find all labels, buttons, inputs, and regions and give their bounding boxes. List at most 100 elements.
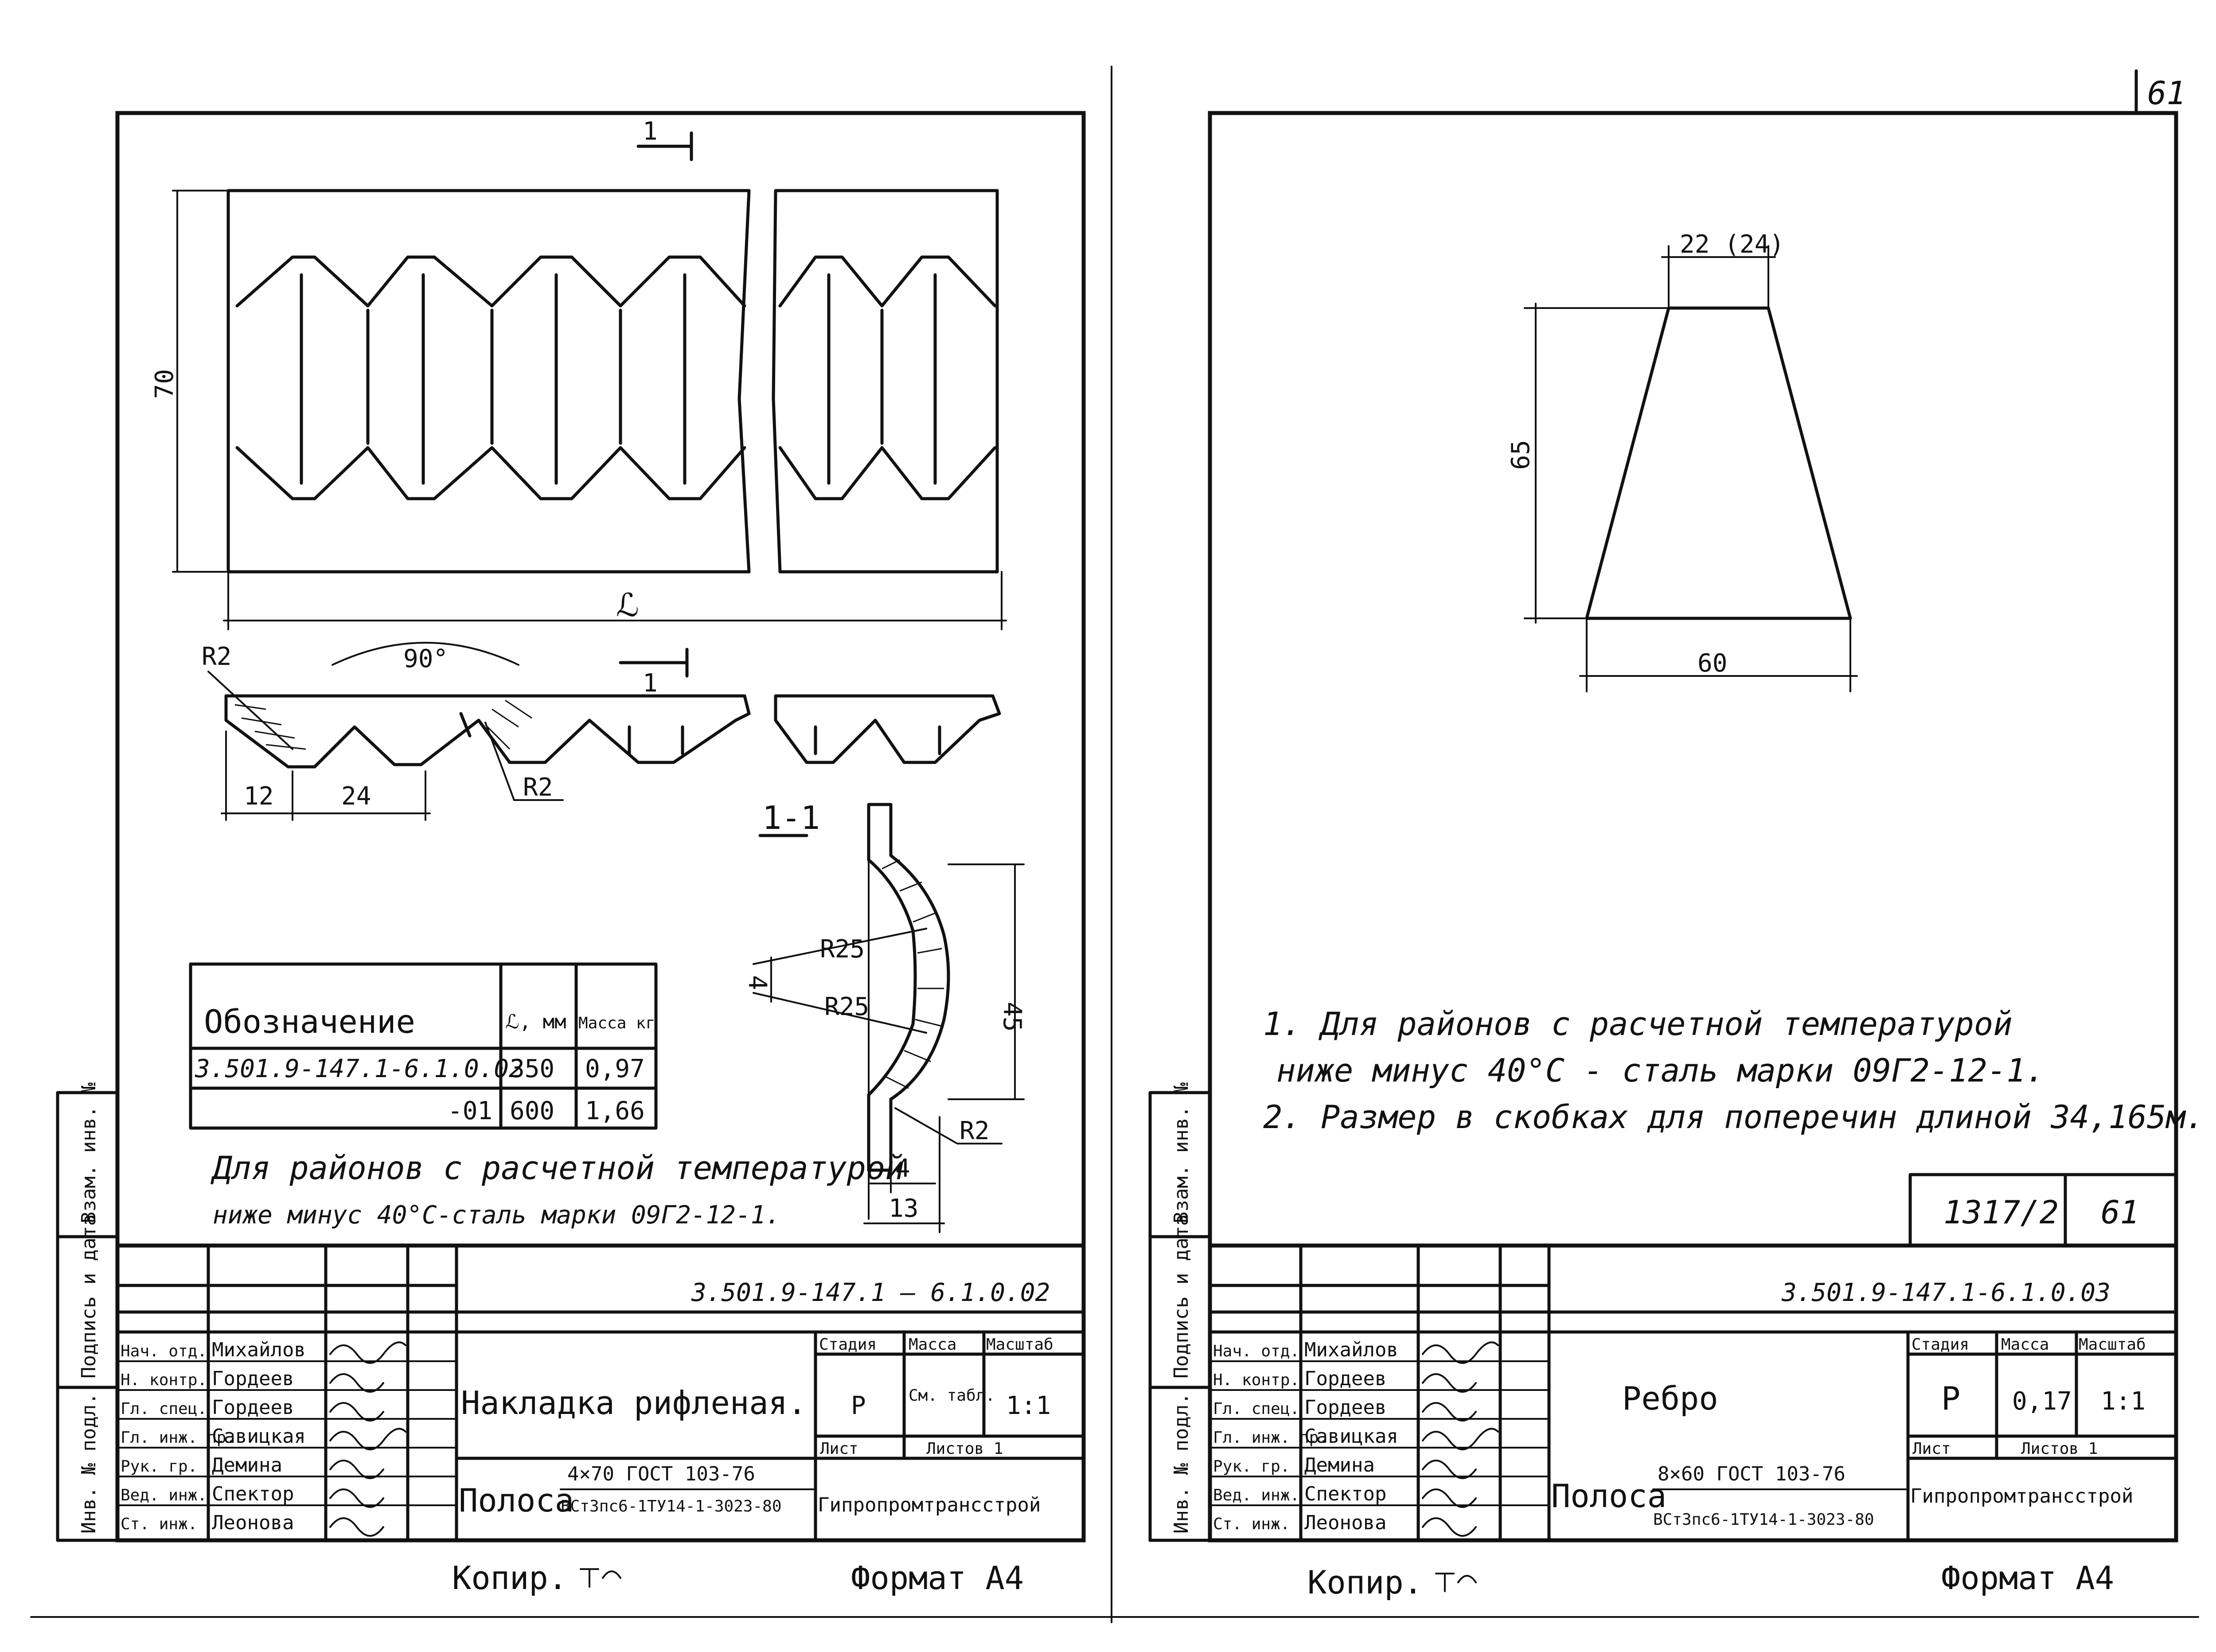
- right-scale-value: 1:1: [2101, 1387, 2146, 1416]
- left-person-4: Демина: [212, 1454, 282, 1476]
- spec-row1-length: 350: [510, 1054, 554, 1083]
- left-radius-top: R2: [202, 642, 231, 671]
- right-note-1: 1. Для районов с расчетной температурой: [1263, 1005, 2013, 1043]
- right-height-dim: 65: [1506, 440, 1535, 470]
- right-bottom-dim: 60: [1697, 649, 1727, 678]
- right-role-5: Вед. инж.: [1213, 1486, 1299, 1504]
- right-scale-header: Масштаб: [2079, 1336, 2146, 1354]
- right-doc-name: Ребро: [1622, 1380, 1718, 1417]
- left-sheets-label: Листов 1: [926, 1440, 1003, 1458]
- right-note-2: 2. Размер в скобках для поперечин длиной…: [1263, 1098, 2204, 1136]
- right-copied-signature: [1435, 1573, 1477, 1592]
- left-person-2: Гордеев: [212, 1396, 294, 1419]
- left-doc-code: 3.501.9-147.1 — 6.1.0.02: [691, 1278, 1050, 1307]
- spec-row2-length: 600: [510, 1097, 554, 1125]
- right-copied: Копир.: [1307, 1564, 1423, 1601]
- right-top-dim: 22 (24): [1680, 230, 1784, 259]
- left-radius-mid: R2: [523, 773, 553, 802]
- right-side-strip: [1148, 1091, 1212, 1542]
- spec-row1-designation: 3.501.9-147.1-6.1.0.02: [195, 1054, 524, 1083]
- left-dim-4-side: 4: [743, 975, 772, 990]
- right-person-4: Демина: [1304, 1454, 1375, 1476]
- right-ref-number: 1317/2: [1943, 1194, 2059, 1231]
- rib-trapezoid: [1585, 306, 1852, 620]
- right-format: Формат А4: [1941, 1559, 2114, 1597]
- right-org: Гипропромтрансстрой: [1910, 1485, 2133, 1507]
- left-material-top: 4×70 ГОСТ 103-76: [567, 1463, 755, 1485]
- left-org: Гипропромтрансстрой: [818, 1494, 1041, 1516]
- left-role-3: Гл. инж. пр.: [121, 1429, 236, 1447]
- left-person-6: Леонова: [212, 1511, 294, 1534]
- left-section-marker: 1: [643, 669, 658, 698]
- spec-header-length: ℒ, мм: [505, 1011, 566, 1033]
- left-stage-header: Стадия: [819, 1336, 877, 1354]
- right-material-word: Полоса: [1551, 1477, 1666, 1515]
- left-scale-value: 1:1: [1006, 1391, 1051, 1420]
- right-role-4: Рук. гр.: [1213, 1457, 1290, 1476]
- left-material-bottom: ВСт3пс6-1ТУ14-1-3023-80: [561, 1497, 782, 1515]
- left-dim-45: 45: [998, 1002, 1026, 1031]
- left-role-1: Н. контр.: [121, 1371, 207, 1389]
- right-person-5: Спектор: [1304, 1483, 1386, 1505]
- corner-page-number: 61: [2147, 74, 2186, 112]
- spec-row2-mass: 1,66: [585, 1097, 645, 1125]
- right-signatures: [1422, 1341, 1499, 1537]
- left-dim-4: 4: [895, 1154, 910, 1183]
- spec-header-mass: Масса кг: [578, 1014, 655, 1032]
- right-title-block: 3.501.9-147.1-6.1.0.03 Ребро Стадия Масс…: [1208, 1244, 2178, 1542]
- right-sheets-label: Листов 1: [2021, 1440, 2098, 1458]
- left-angle-label: 90°: [403, 644, 448, 673]
- left-side-label-3: Инв. № подл.: [78, 1393, 100, 1534]
- right-stage-value: Р: [1941, 1380, 1960, 1417]
- right-mass-value: 0,17: [2012, 1387, 2072, 1416]
- left-role-0: Нач. отд.: [121, 1342, 207, 1360]
- left-note-line1: Для районов с расчетной температурой: [210, 1149, 905, 1187]
- profile-view: [224, 694, 1001, 769]
- spec-table: Обозначение ℒ, мм Масса кг 3.501.9-147.1…: [189, 962, 658, 1130]
- left-r25-top: R25: [820, 935, 865, 964]
- right-sheet-label: Лист: [1912, 1440, 1951, 1458]
- right-material-bottom: ВСт3пс6-1ТУ14-1-3023-80: [1653, 1511, 1874, 1529]
- left-side-label-1: Взам. инв. №: [78, 1082, 100, 1223]
- right-frame: [1208, 111, 2178, 1543]
- left-sheet: Взам. инв. № Подпись и дата Инв. № подл.: [56, 111, 1086, 1597]
- left-copied: Копир.: [452, 1559, 567, 1597]
- right-ref-box: [1908, 1173, 2178, 1247]
- left-mass-value: См. табл.: [909, 1386, 995, 1405]
- right-person-2: Гордеев: [1304, 1396, 1386, 1419]
- left-scale-header: Масштаб: [986, 1336, 1053, 1354]
- left-title-block: 3.501.9-147.1 — 6.1.0.02 Накладка рифлен…: [116, 1244, 1085, 1542]
- left-dim-12: 12: [244, 782, 273, 811]
- left-format: Формат А4: [851, 1559, 1024, 1597]
- left-copied-signature: [580, 1568, 621, 1588]
- spec-row2-designation: -01: [448, 1097, 492, 1125]
- left-material-word: Полоса: [459, 1482, 574, 1519]
- left-stage-value: Р: [851, 1391, 866, 1420]
- left-role-5: Вед. инж.: [121, 1486, 207, 1504]
- left-role-4: Рук. гр.: [121, 1457, 197, 1476]
- right-sheet: 61 Взам. инв. № Подпись и дата Инв. № по…: [1148, 69, 2204, 1601]
- left-top-section-marker: 1: [643, 117, 658, 146]
- right-role-3: Гл. инж. пр.: [1213, 1429, 1328, 1447]
- right-stage-header: Стадия: [1912, 1336, 1969, 1354]
- right-mass-header: Масса: [2001, 1336, 2049, 1354]
- left-mass-header: Масса: [909, 1336, 956, 1354]
- right-material-top: 8×60 ГОСТ 103-76: [1658, 1463, 1845, 1485]
- left-dim-24: 24: [341, 782, 371, 811]
- left-role-2: Гл. спец.: [121, 1400, 207, 1418]
- left-length-dim: ℒ: [616, 586, 639, 624]
- left-role-6: Ст. инж.: [121, 1515, 197, 1533]
- left-note-line2: ниже минус 40°С-сталь марки 09Г2-12-1.: [213, 1201, 780, 1230]
- left-frame: [115, 111, 1086, 1543]
- right-person-6: Леонова: [1304, 1511, 1386, 1534]
- right-person-1: Гордеев: [1304, 1367, 1386, 1390]
- left-side-label-2: Подпись и дата: [78, 1214, 100, 1379]
- left-person-0: Михайлов: [212, 1339, 306, 1361]
- right-role-0: Нач. отд.: [1213, 1342, 1299, 1360]
- left-r25-bottom: R25: [824, 992, 869, 1021]
- spec-row1-mass: 0,97: [585, 1054, 645, 1083]
- left-height-dim: 70: [150, 369, 179, 399]
- left-person-5: Спектор: [212, 1483, 294, 1505]
- left-sheet-label: Лист: [820, 1440, 858, 1458]
